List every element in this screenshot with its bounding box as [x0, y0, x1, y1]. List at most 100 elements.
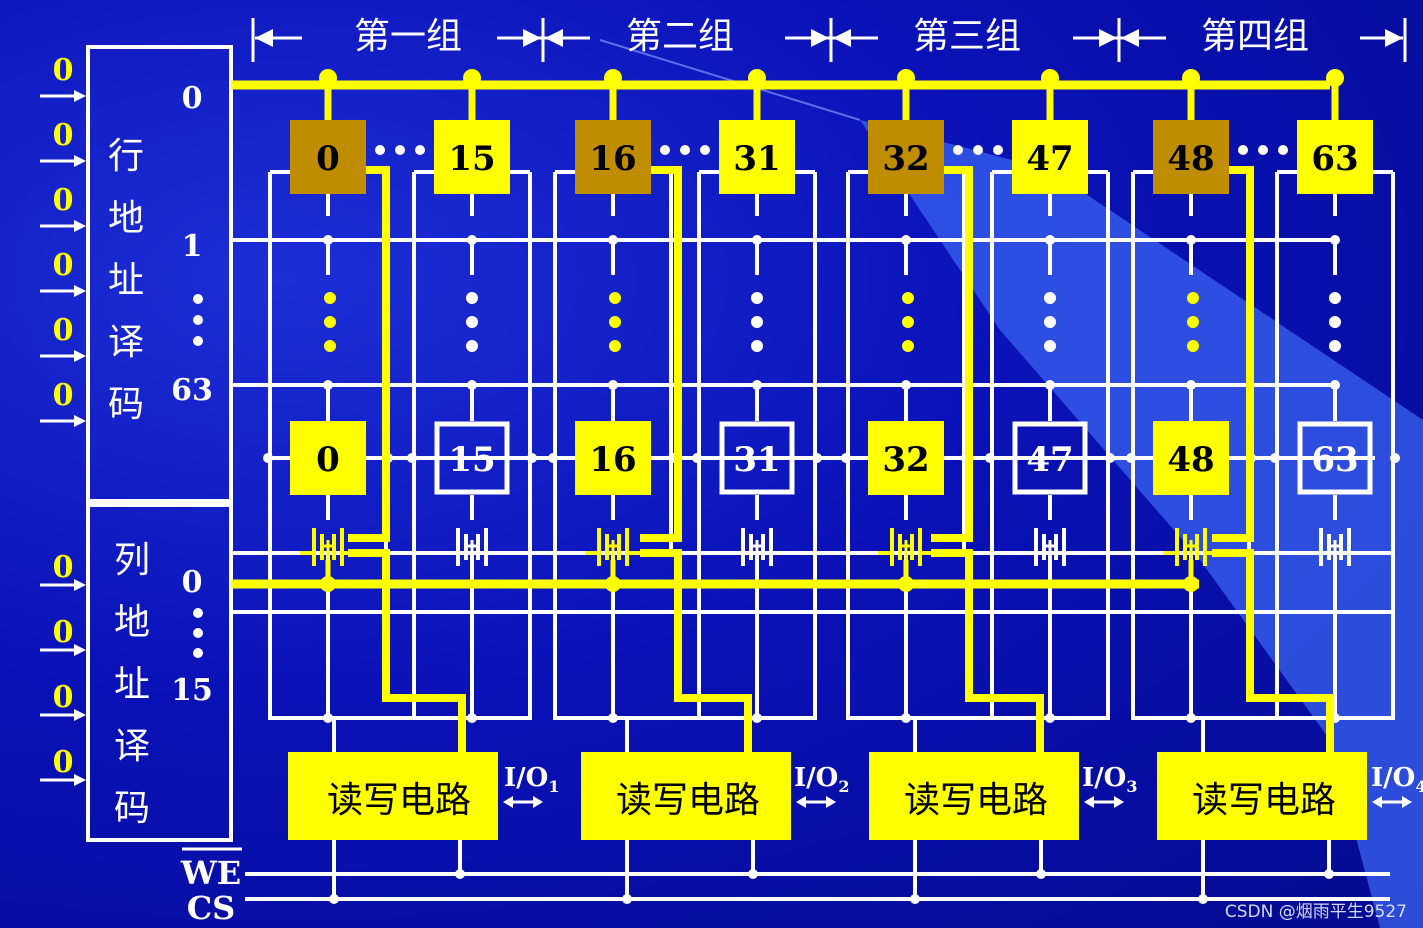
col-index-0: 0	[182, 565, 203, 600]
junction-dot	[329, 894, 339, 904]
group-label: 第四组	[1201, 16, 1309, 57]
selected-data-path	[348, 166, 390, 542]
junction-dot	[812, 453, 822, 463]
io-label: I/O3	[1082, 763, 1137, 796]
ellipsis-dot	[1187, 292, 1199, 304]
row-decoder-char: 行	[108, 136, 144, 177]
selected-data-path	[931, 549, 1044, 752]
arrow-head-icon	[1084, 796, 1094, 808]
io-label: I/O2	[794, 763, 849, 796]
ellipsis-dot	[609, 292, 621, 304]
memory-cell-row0	[719, 120, 795, 194]
ellipsis-dot	[466, 316, 478, 328]
ellipsis-dot	[324, 340, 336, 352]
ellipsis-dot	[193, 294, 203, 304]
junction-dot	[1326, 69, 1344, 87]
cell-label: 16	[589, 139, 636, 179]
cell-label: 0	[316, 139, 340, 179]
row-address-bit: 0	[53, 183, 74, 218]
cell-label: 32	[882, 139, 929, 179]
memory-cell-row63	[1012, 421, 1088, 495]
junction-dot	[910, 894, 920, 904]
row-address-bits: 0 0 0 0 0 0	[53, 53, 74, 413]
io-sub: 2	[838, 777, 849, 796]
junction-dot	[692, 453, 702, 463]
ellipsis-dot	[751, 292, 763, 304]
ellipsis-dot	[660, 145, 670, 155]
arrow-head-icon	[1372, 796, 1382, 808]
arrow-head-icon	[1099, 29, 1117, 47]
memory-cell-row0	[1153, 120, 1229, 194]
col-decoder-char: 码	[114, 788, 150, 829]
selected-data-path	[640, 549, 752, 752]
junction-dot	[748, 69, 766, 87]
control-signal-labels: WE CS	[180, 854, 241, 927]
junction-dot	[1041, 69, 1059, 87]
arrow-head-icon	[74, 220, 86, 232]
row-decoder-char: 址	[108, 260, 144, 301]
row-address-bit: 0	[53, 118, 74, 153]
memory-cell-row0	[290, 120, 366, 194]
col-decoder-char: 译	[114, 726, 150, 767]
ellipsis-dot	[1044, 292, 1056, 304]
col-decoder-char: 址	[114, 664, 150, 705]
col-address-bit: 0	[53, 745, 74, 780]
memory-cell-row63	[868, 421, 944, 495]
rw-circuit-label: 读写电路	[327, 780, 471, 821]
rw-circuit-label: 读写电路	[904, 780, 1048, 821]
ellipsis-dot	[1187, 316, 1199, 328]
junction-dot	[463, 69, 481, 87]
junction-dot	[748, 869, 758, 879]
io-sub: 1	[548, 777, 559, 796]
row-address-bit: 0	[53, 248, 74, 283]
junction-dot	[985, 453, 995, 463]
junction-dot	[897, 69, 915, 87]
arrow-head-icon	[74, 350, 86, 362]
io-base: I/O	[794, 763, 838, 793]
junction-dot	[898, 576, 914, 592]
memory-cell-row0	[434, 120, 510, 194]
row-index-last: 63	[171, 373, 213, 408]
ellipsis-dot	[1044, 340, 1056, 352]
ellipsis-dot	[193, 648, 203, 658]
memory-cell-row63	[575, 421, 651, 495]
cell-label: 16	[589, 440, 636, 480]
junction-dot	[1126, 453, 1136, 463]
arrow-head-icon	[74, 709, 86, 721]
selected-data-path	[348, 549, 466, 752]
junction-dot	[1183, 576, 1199, 592]
col-address-bit: 0	[53, 615, 74, 650]
arrow-head-icon	[826, 796, 836, 808]
cell-label: 15	[448, 440, 495, 480]
selected-wiring	[231, 69, 1344, 752]
junction-dot	[407, 453, 417, 463]
row-decoder-char: 地	[108, 198, 144, 239]
ellipsis-dot	[466, 340, 478, 352]
memory-cell-row0	[1297, 120, 1373, 194]
row-index-1: 1	[182, 229, 203, 264]
group-frame	[268, 553, 532, 720]
io-label: I/O1	[504, 763, 559, 796]
watermark: CSDN @烟雨平生9527	[1224, 902, 1407, 922]
junction-dot	[841, 453, 851, 463]
arrow-head-icon	[74, 774, 86, 786]
junction-dot	[548, 453, 558, 463]
memory-cell-row63	[1153, 421, 1229, 495]
highlight-band	[860, 120, 1423, 928]
group-header: 第一组 第二组 第三组 第四组	[354, 16, 1309, 57]
ellipsis-dot	[1278, 145, 1288, 155]
io-sub: 4	[1415, 777, 1423, 796]
memory-cell-row63	[290, 421, 366, 495]
io-label: I/O4	[1371, 763, 1423, 796]
row-address-bit: 0	[53, 378, 74, 413]
cell-label: 63	[1311, 440, 1358, 480]
cell-label: 0	[316, 440, 340, 480]
junction-dot	[1198, 894, 1208, 904]
arrow-head-icon	[74, 285, 86, 297]
junction-dot	[1270, 453, 1280, 463]
arrow-head-icon	[74, 644, 86, 656]
memory-cell-row0	[868, 120, 944, 194]
junction-dot	[455, 869, 465, 879]
